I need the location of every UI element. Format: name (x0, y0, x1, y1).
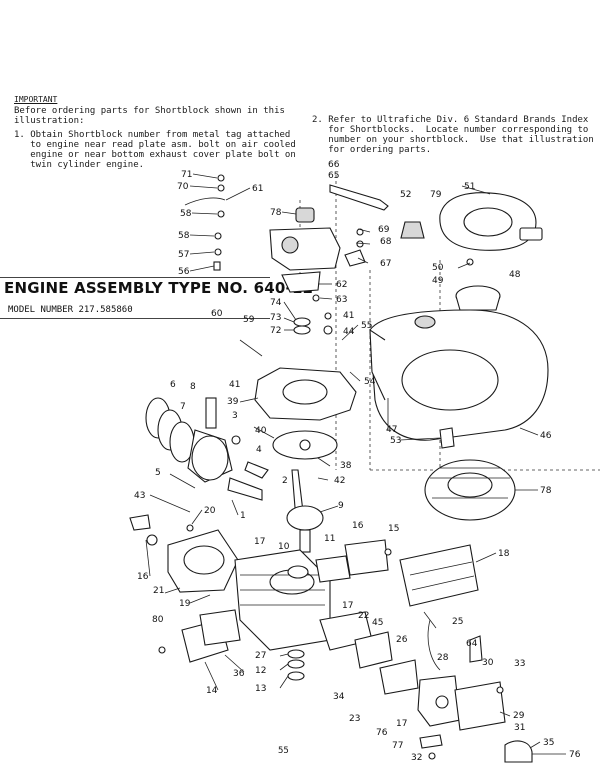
leader-lines (145, 173, 566, 755)
callout-label: 49 (432, 276, 444, 286)
model-number: MODEL NUMBER 217.585860 (8, 305, 133, 315)
callout-label: 53 (390, 436, 401, 446)
callout-label: 58 (178, 231, 190, 241)
callout-label: 30 (482, 658, 494, 668)
callout-label: 42 (334, 476, 345, 486)
callout-label: 35 (543, 738, 554, 748)
callout-label: 44 (343, 327, 355, 337)
callout-label: 73 (270, 313, 281, 323)
piston-crankshaft-parts (145, 397, 324, 553)
callout-label: 71 (181, 170, 192, 180)
callout-label: 45 (372, 618, 383, 628)
callout-label: 58 (180, 209, 192, 219)
callout-label: 32 (411, 753, 422, 763)
callout-label: 62 (336, 280, 347, 290)
callout-label: 2 (282, 476, 288, 486)
callout-label: 77 (392, 741, 403, 751)
callout-label: 54 (364, 377, 376, 387)
callout-label: 33 (514, 659, 525, 669)
callout-label: 41 (343, 311, 354, 321)
page-number: 55 (278, 746, 289, 756)
ordering-instructions: Before ordering parts for Shortblock sho… (14, 106, 285, 126)
blower-housing-parts (369, 192, 549, 521)
callout-label: 76 (569, 750, 581, 760)
callout-label: 57 (178, 250, 189, 260)
callout-label: 22 (358, 611, 369, 621)
callout-label: 69 (378, 225, 390, 235)
callout-label: 12 (255, 666, 266, 676)
callout-label: 19 (179, 599, 191, 609)
callout-label: 17 (342, 601, 353, 611)
callout-label: 48 (509, 270, 521, 280)
callout-label: 31 (514, 723, 525, 733)
callout-label: 17 (396, 719, 407, 729)
callout-label: 6 (170, 380, 176, 390)
callout-label: 16 (352, 521, 364, 531)
note-step-2: 2. Refer to Ultrafiche Div. 6 Standard B… (312, 115, 594, 155)
callout-label: 1 (240, 511, 246, 521)
part-callouts: 71 70 61 58 58 57 56 78 66 65 69 68 67 5… (134, 160, 581, 763)
callout-label: 78 (540, 486, 552, 496)
callout-label: 68 (380, 237, 392, 247)
callout-label: 25 (452, 617, 463, 627)
callout-label: 66 (328, 160, 340, 170)
callout-label: 3 (232, 411, 238, 421)
callout-label: 52 (400, 190, 411, 200)
callout-label: 39 (227, 397, 239, 407)
callout-label: 38 (340, 461, 352, 471)
callout-label: 5 (155, 468, 161, 478)
callout-label: 50 (432, 263, 444, 273)
callout-label: 26 (396, 635, 408, 645)
governor-linkage-parts (184, 174, 389, 357)
callout-label: 18 (498, 549, 510, 559)
callout-label: 43 (134, 491, 145, 501)
callout-label: 61 (252, 184, 263, 194)
callout-label: 55 (361, 321, 372, 331)
crankcase-cover-parts (205, 367, 357, 460)
callout-label: 56 (178, 267, 190, 277)
assembly-title: ENGINE ASSEMBLY TYPE NO. 640-12 (4, 279, 314, 297)
callout-label: 16 (137, 572, 149, 582)
callout-label: 21 (153, 586, 164, 596)
callout-label: 59 (243, 315, 255, 325)
callout-label: 17 (254, 537, 265, 547)
callout-label: 76 (376, 728, 388, 738)
callout-label: 64 (466, 639, 478, 649)
callout-label: 63 (336, 295, 347, 305)
callout-label: 36 (233, 669, 245, 679)
callout-label: 34 (333, 692, 345, 702)
callout-label: 29 (513, 711, 525, 721)
callout-label: 13 (255, 684, 266, 694)
callout-label: 15 (388, 524, 399, 534)
note-step-1: 1. Obtain Shortblock number from metal t… (14, 130, 296, 170)
callout-label: 9 (338, 501, 344, 511)
callout-label: 23 (349, 714, 360, 724)
callout-label: 4 (256, 445, 262, 455)
callout-label: 51 (464, 182, 475, 192)
callout-label: 60 (211, 309, 223, 319)
important-heading: IMPORTANT (14, 95, 58, 104)
callout-label: 65 (328, 171, 339, 181)
callout-label: 46 (540, 431, 552, 441)
callout-label: 7 (180, 402, 186, 412)
callout-label: 27 (255, 651, 266, 661)
callout-label: 79 (430, 190, 442, 200)
callout-label: 8 (190, 382, 196, 392)
callout-label: 10 (278, 542, 290, 552)
title-rule (0, 277, 270, 319)
callout-label: 14 (206, 686, 218, 696)
callout-label: 47 (386, 425, 397, 435)
cylinder-carburetor-parts (129, 494, 533, 763)
callout-label: 11 (324, 534, 335, 544)
callout-label: 41 (229, 380, 240, 390)
callout-label: 74 (270, 298, 282, 308)
callout-label: 72 (270, 326, 281, 336)
callout-label: 67 (380, 259, 391, 269)
callout-label: 70 (177, 182, 189, 192)
callout-label: 78 (270, 208, 282, 218)
callout-label: 80 (152, 615, 164, 625)
callout-label: 28 (437, 653, 449, 663)
callout-label: 20 (204, 506, 216, 516)
